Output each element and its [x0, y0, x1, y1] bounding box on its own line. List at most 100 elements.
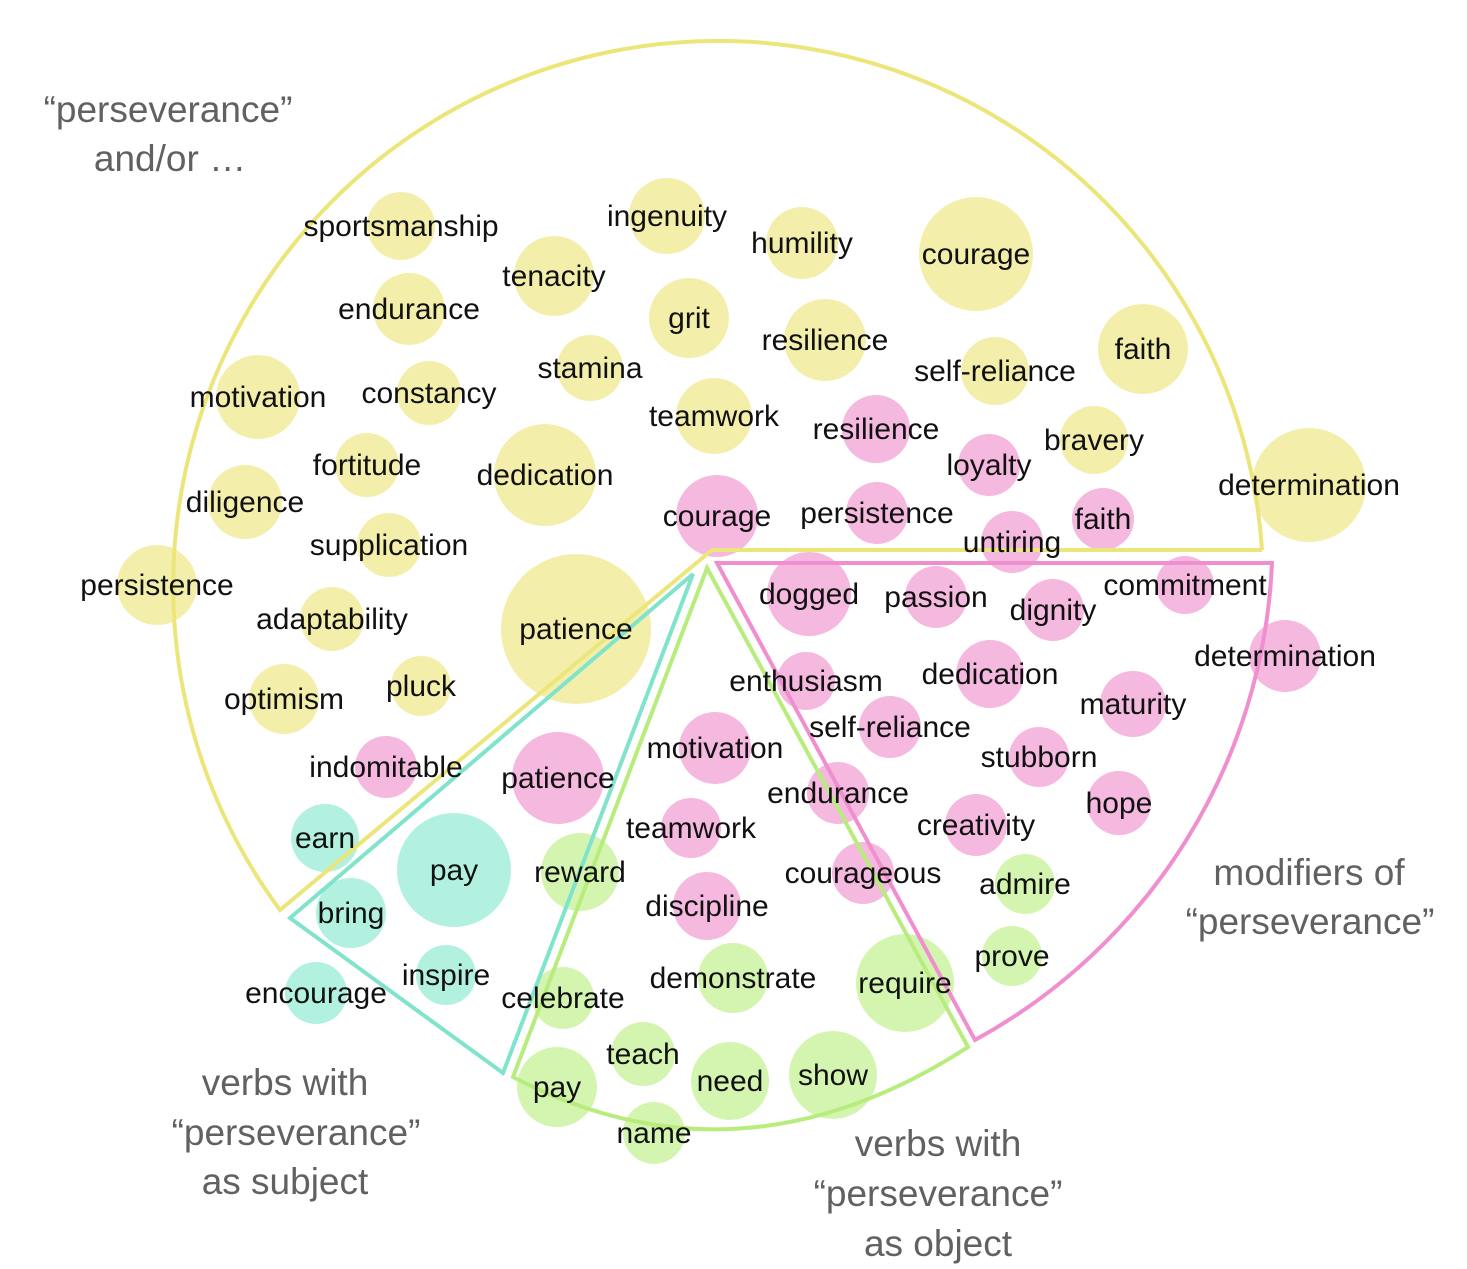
subject-verb-bubble-inspire — [416, 945, 476, 1005]
modifier-word-commitment: commitment — [1103, 569, 1267, 602]
modifier-word-enthusiasm: enthusiasm — [729, 665, 882, 698]
object-verbs-region-outline — [510, 563, 971, 1132]
caption-modifiers-line-2: “perseverance” — [1186, 901, 1435, 942]
modifier-word-untiring: untiring — [963, 526, 1061, 559]
modifiers-region-outline — [713, 561, 1275, 1043]
and-or-bubble-grit — [649, 278, 729, 358]
and-or-bubble-stamina — [557, 335, 623, 401]
subject-verb-word-bring: bring — [318, 897, 385, 930]
and-or-bubble-persistence — [117, 545, 197, 625]
modifier-bubble-commitment — [1156, 556, 1214, 614]
subject-verb-word-encourage: encourage — [245, 977, 387, 1010]
and-or-word-persistence: persistence — [80, 569, 233, 602]
and-or-bubble-motivation — [216, 355, 300, 439]
object-verb-bubble-teach — [611, 1022, 675, 1086]
and-or-word-ingenuity: ingenuity — [607, 200, 727, 233]
and-or-word-teamwork: teamwork — [649, 400, 780, 433]
and-or-bubble-diligence — [208, 465, 282, 539]
object-verb-word-show: show — [798, 1059, 868, 1092]
modifier-word-dedication: dedication — [922, 658, 1059, 691]
modifier-bubble-indomitable — [355, 736, 417, 798]
modifier-bubble-hope — [1087, 771, 1151, 835]
modifier-word-hope: hope — [1086, 787, 1153, 820]
and-or-word-adaptability: adaptability — [256, 603, 408, 636]
object-verb-word-admire: admire — [979, 868, 1071, 901]
and-or-word-motivation: motivation — [190, 381, 327, 414]
and-or-word-pluck: pluck — [386, 670, 457, 703]
modifier-bubble-passion — [905, 566, 967, 628]
modifier-word-teamwork: teamwork — [626, 812, 757, 845]
and-or-bubble-pluck — [391, 656, 451, 716]
and-or-bubble-optimism — [249, 664, 319, 734]
modifier-bubble-maturity — [1100, 671, 1166, 737]
subject-verb-bubble-pay — [397, 813, 511, 927]
and-or-bubble-sportsmanship — [367, 192, 435, 260]
modifier-word-stubborn: stubborn — [981, 741, 1098, 774]
modifier-word-dignity: dignity — [1010, 594, 1097, 627]
object-verb-bubble-show — [789, 1031, 877, 1119]
and-or-word-resilience: resilience — [762, 324, 889, 357]
and-or-bubble-ingenuity — [629, 178, 705, 254]
modifier-bubble-teamwork — [661, 798, 721, 858]
and-or-bubble-humility — [766, 207, 838, 279]
subject-verb-word-inspire: inspire — [402, 959, 490, 992]
object-verb-word-pay: pay — [533, 1071, 581, 1104]
caption-object-line-2: “perseverance” — [814, 1173, 1063, 1214]
subject-verb-word-pay: pay — [430, 854, 478, 887]
modifier-bubble-creativity — [945, 794, 1007, 856]
object-verb-word-prove: prove — [974, 940, 1049, 973]
and-or-bubble-adaptability — [300, 587, 364, 651]
modifier-word-discipline: discipline — [645, 890, 768, 923]
and-or-word-supplication: supplication — [310, 529, 468, 562]
modifier-bubble-courage — [676, 475, 758, 557]
and-or-bubble-patience — [501, 554, 651, 704]
and-or-bubble-supplication — [357, 513, 421, 577]
modifier-word-creativity: creativity — [917, 809, 1035, 842]
object-verb-word-reward: reward — [534, 856, 626, 889]
and-or-bubble-constancy — [397, 361, 461, 425]
caption-subject-verbs: verbs with “perseverance” as subject — [172, 1062, 421, 1202]
modifier-word-determination: determination — [1194, 640, 1376, 673]
modifier-bubble-enthusiasm — [777, 652, 835, 710]
and-or-bubble-courage — [919, 197, 1033, 311]
modifier-word-passion: passion — [884, 581, 987, 614]
object-verb-word-require: require — [858, 967, 951, 1000]
caption-and-or-line-1: “perseverance” — [44, 89, 293, 130]
modifier-word-courage: courage — [663, 500, 771, 533]
subject-verb-word-earn: earn — [295, 822, 355, 855]
caption-and-or: “perseverance” and/or … — [44, 89, 293, 179]
object-verb-word-name: name — [616, 1117, 691, 1150]
and-or-word-courage: courage — [922, 238, 1030, 271]
object-verb-word-demonstrate: demonstrate — [650, 962, 817, 995]
modifier-word-resilience: resilience — [813, 413, 940, 446]
modifier-bubble-dogged — [767, 552, 851, 636]
and-or-bubble-fortitude — [335, 433, 399, 497]
modifier-word-dogged: dogged — [759, 578, 859, 611]
subject-verb-bubble-encourage — [285, 962, 347, 1024]
and-or-bubble-teamwork — [676, 378, 752, 454]
and-or-word-determination: determination — [1218, 469, 1400, 502]
and-or-bubble-determination — [1252, 428, 1366, 542]
subject-verb-bubble-earn — [291, 804, 359, 872]
caption-and-or-line-2: and/or … — [94, 138, 246, 179]
and-or-bubble-resilience — [784, 299, 866, 381]
and-or-word-constancy: constancy — [361, 377, 496, 410]
and-or-word-humility: humility — [751, 227, 853, 260]
subject-verbs-region-outline — [286, 572, 695, 1077]
and-or-bubble-tenacity — [514, 236, 594, 316]
modifier-bubble-resilience — [842, 395, 910, 463]
and-or-word-bravery: bravery — [1044, 424, 1144, 457]
caption-subject-line-1: verbs with — [202, 1062, 369, 1103]
modifier-word-patience: patience — [501, 762, 614, 795]
modifier-word-loyalty: loyalty — [946, 449, 1031, 482]
object-verb-word-need: need — [697, 1065, 764, 1098]
modifier-word-courageous: courageous — [785, 857, 942, 890]
modifier-word-faith: faith — [1075, 503, 1132, 536]
caption-subject-line-3: as subject — [202, 1161, 369, 1202]
modifier-bubble-faith — [1072, 488, 1134, 550]
and-or-bubble-faith — [1098, 304, 1188, 394]
and-or-bubble-endurance — [373, 273, 445, 345]
and-or-bubble-bravery — [1060, 406, 1128, 474]
